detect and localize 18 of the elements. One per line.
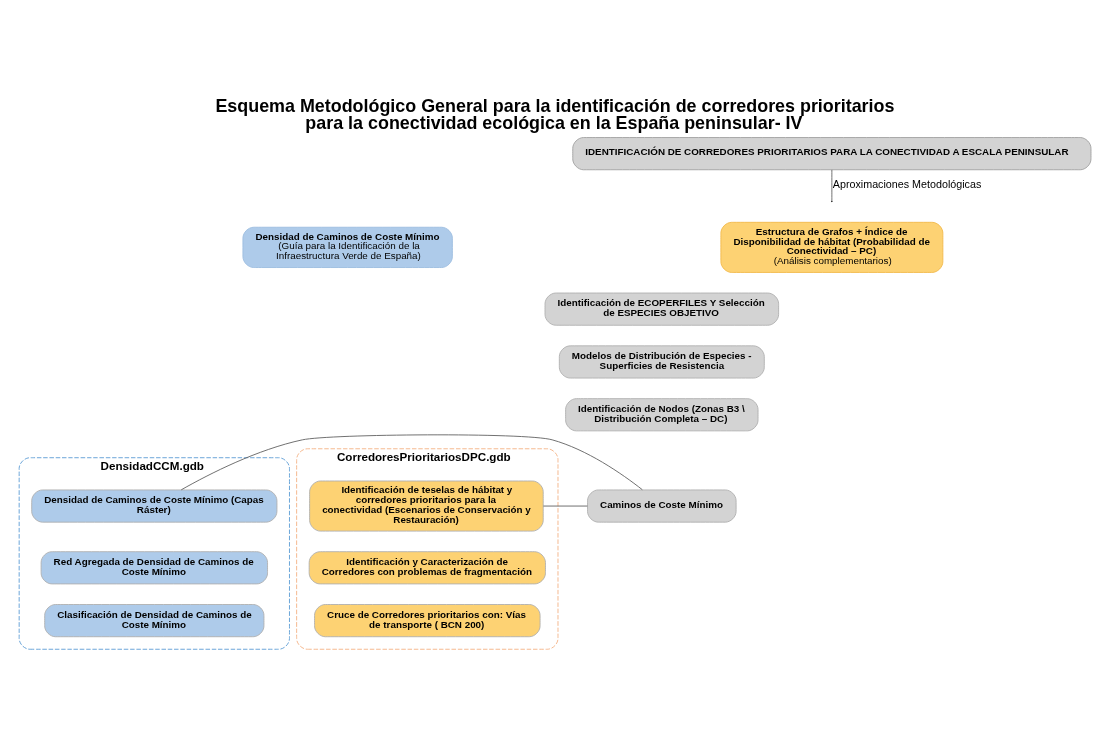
node-box: Densidad de Caminos de Coste Mínimo (Guía para la Identificación de la Infraestructura Verde de España) (242, 226, 453, 268)
node-box: Cruce de Corredores prioritarios con: Vías de transporte ( BCN 200) (314, 604, 541, 638)
connector (831, 169, 833, 202)
node-box: Modelos de Distribución de Especies - Superficies de Resistencia (558, 345, 765, 379)
node-box: IDENTIFICACIÓN DE CORREDORES PRIORITARIOS PARA LA CONECTIVIDAD A ESCALA PENINSULAR (572, 137, 1092, 171)
node-box: Densidad de Caminos de Coste Mínimo (Capas Ráster) (31, 489, 278, 523)
node-box: Identificación de Nodos (Zonas B3 \ Distribución Completa – DC) (565, 398, 759, 432)
edge-label: Aproximaciones Metodológicas (832, 178, 982, 191)
node-box: Identificación de ECOPERFILES Y Selección de ESPECIES OBJETIVO (544, 292, 780, 326)
diagram-title: Esquema Metodológico General para la identificación de corredores prioritarios para la conectividad ecológica en la España peninsular- IV (215, 95, 895, 134)
node-box: Estructura de Grafos + Índice de Disponibilidad de hábitat (Probabilidad de Conectividad – PC) (Análisis complementarios) (720, 221, 944, 273)
connector (542, 505, 588, 507)
connector (180, 434, 643, 491)
node-box: Red Agregada de Densidad de Caminos de Coste Mínimo (40, 551, 268, 585)
node-box: Identificación y Caracterización de Corredores con problemas de fragmentación (308, 551, 546, 585)
node-box: Caminos de Coste Mínimo (587, 489, 737, 523)
node-box: Clasificación de Densidad de Caminos de Coste Mínimo (44, 604, 265, 638)
node-box: Identificación de teselas de hábitat y corredores prioritarios para la conectividad (Escenarios de Conservación y Restauración) (309, 480, 544, 532)
